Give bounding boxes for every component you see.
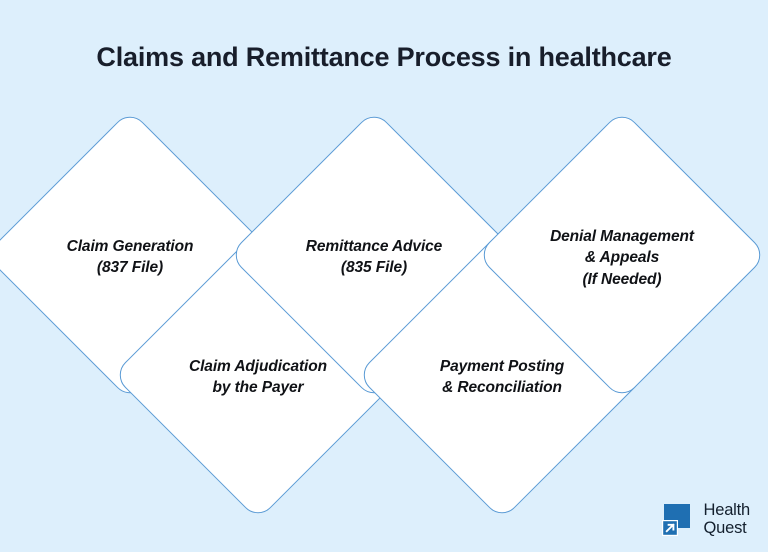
brand-logo-line-2: Quest: [703, 519, 747, 537]
brand-logo-text: Health Quest: [703, 501, 751, 538]
square-arrow-up-right-icon: [660, 502, 696, 538]
brand-logo: Health Quest: [660, 501, 751, 538]
page-title: Claims and Remittance Process in healthc…: [96, 42, 672, 72]
brand-logo-line-1: Health: [703, 501, 751, 520]
